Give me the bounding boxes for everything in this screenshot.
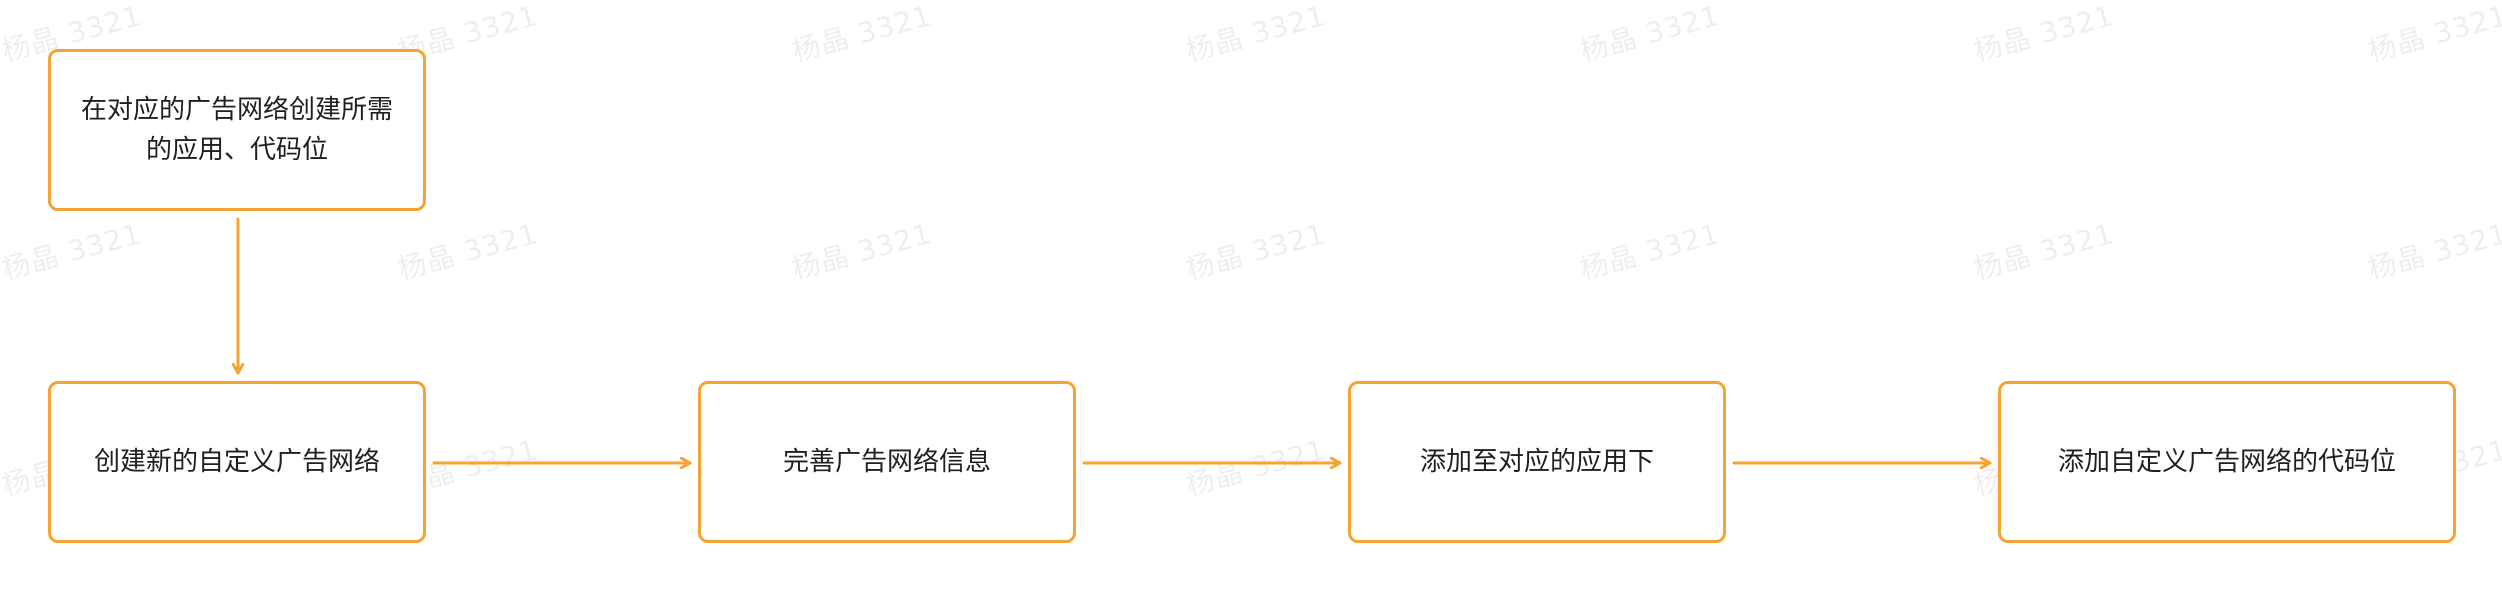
flow-node-add-custom-network-ad-unit: 添加自定义广告网络的代码位 — [1998, 381, 2456, 543]
flow-node-label: 在对应的广告网络创建所需的应用、代码位 — [80, 95, 393, 165]
flow-node-complete-network-info: 完善广告网络信息 — [698, 381, 1076, 543]
flow-node-label: 添加至对应的应用下 — [1419, 447, 1654, 477]
flow-node-add-to-app: 添加至对应的应用下 — [1348, 381, 1726, 543]
flow-node-label: 完善广告网络信息 — [782, 447, 991, 477]
flow-node-label: 添加自定义广告网络的代码位 — [2057, 447, 2396, 477]
flow-node-create-custom-ad-network: 创建新的自定义广告网络 — [48, 381, 426, 543]
flow-node-label: 创建新的自定义广告网络 — [93, 447, 380, 477]
flow-node-create-app-ad-unit: 在对应的广告网络创建所需的应用、代码位 — [48, 49, 426, 211]
